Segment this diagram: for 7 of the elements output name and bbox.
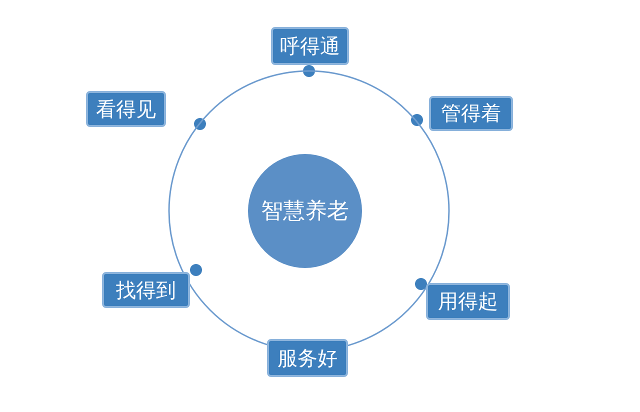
- label-box: 用得起: [426, 283, 510, 320]
- label-box: 呼得通: [271, 27, 349, 65]
- label-box: 看得见: [86, 91, 166, 127]
- label-box: 服务好: [267, 339, 348, 377]
- label-box: 找得到: [102, 272, 190, 308]
- center-circle: 智慧养老: [248, 154, 362, 268]
- label-box: 管得着: [429, 96, 513, 131]
